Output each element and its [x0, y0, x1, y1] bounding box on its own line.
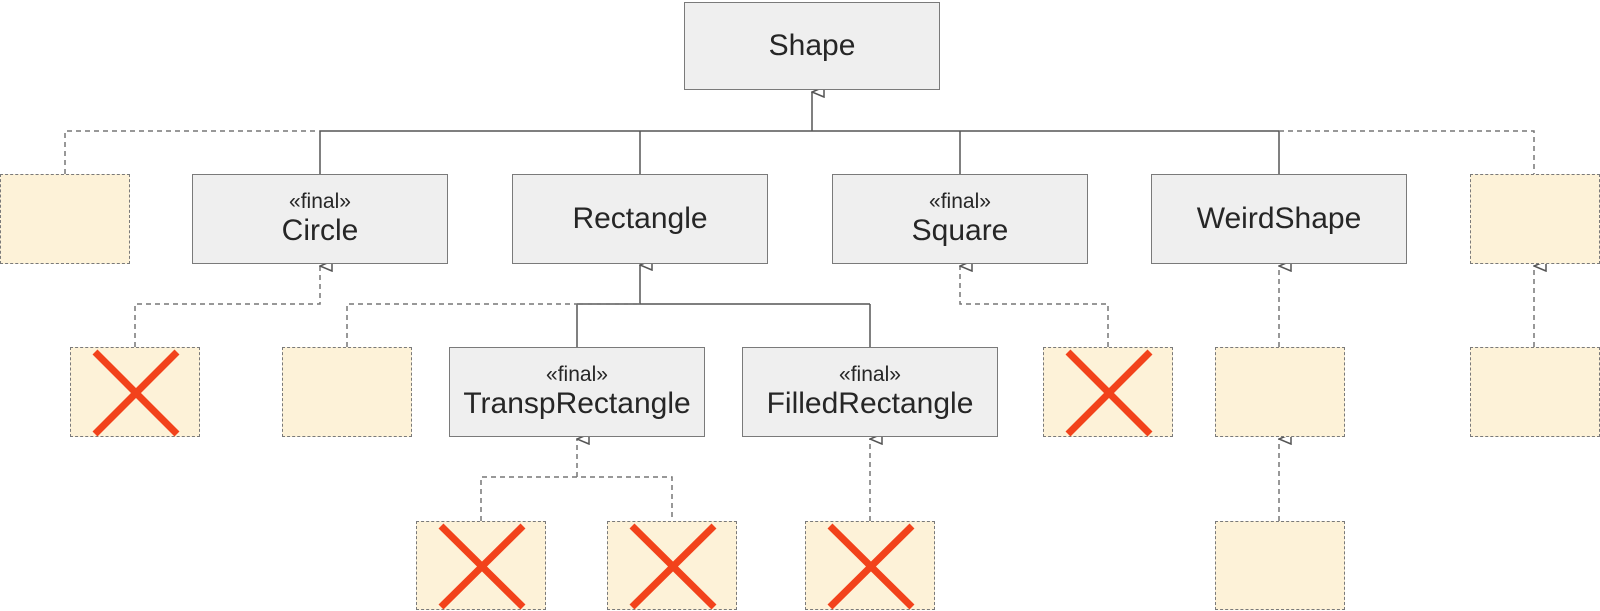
forbidden-transp-subclass-left — [416, 521, 546, 610]
class-circle: «final» Circle — [192, 174, 448, 264]
dashed-level3-links — [480, 439, 1279, 521]
class-stereotype: «final» — [839, 363, 901, 386]
class-name: Square — [911, 214, 1009, 247]
class-shape: Shape — [684, 2, 940, 90]
class-name: WeirdShape — [1196, 202, 1362, 235]
class-name: TranspRectangle — [463, 387, 691, 420]
dashed-level2-links — [134, 266, 1534, 347]
class-name: Rectangle — [572, 202, 708, 235]
class-stereotype: «final» — [546, 363, 608, 386]
class-stereotype: «final» — [929, 190, 991, 213]
inheritance-rectangle-tree — [576, 265, 871, 347]
inheritance-shape-tree — [319, 92, 1280, 174]
placeholder-weird-shape-grandchild — [1215, 521, 1345, 610]
class-name: Shape — [768, 29, 856, 62]
dashed-shape-links — [64, 130, 1535, 174]
class-filled-rectangle: «final» FilledRectangle — [742, 347, 998, 437]
cross-icon — [827, 523, 915, 610]
placeholder-subclass-right — [1470, 174, 1600, 264]
cross-icon — [438, 523, 526, 610]
forbidden-transp-subclass-right — [607, 521, 737, 610]
placeholder-right-subclass — [1470, 347, 1600, 437]
class-weird-shape: WeirdShape — [1151, 174, 1407, 264]
forbidden-circle-subclass — [70, 347, 200, 437]
forbidden-filled-subclass — [805, 521, 935, 610]
forbidden-square-subclass — [1043, 347, 1173, 437]
class-name: FilledRectangle — [766, 387, 974, 420]
placeholder-subclass-left — [0, 174, 130, 264]
class-name: Circle — [281, 214, 359, 247]
placeholder-rectangle-subclass — [282, 347, 412, 437]
placeholder-weird-shape-subclass — [1215, 347, 1345, 437]
cross-icon — [92, 349, 180, 437]
cross-icon — [629, 523, 717, 610]
class-stereotype: «final» — [289, 190, 351, 213]
class-transp-rectangle: «final» TranspRectangle — [449, 347, 705, 437]
class-rectangle: Rectangle — [512, 174, 768, 264]
class-square: «final» Square — [832, 174, 1088, 264]
cross-icon — [1065, 349, 1153, 437]
